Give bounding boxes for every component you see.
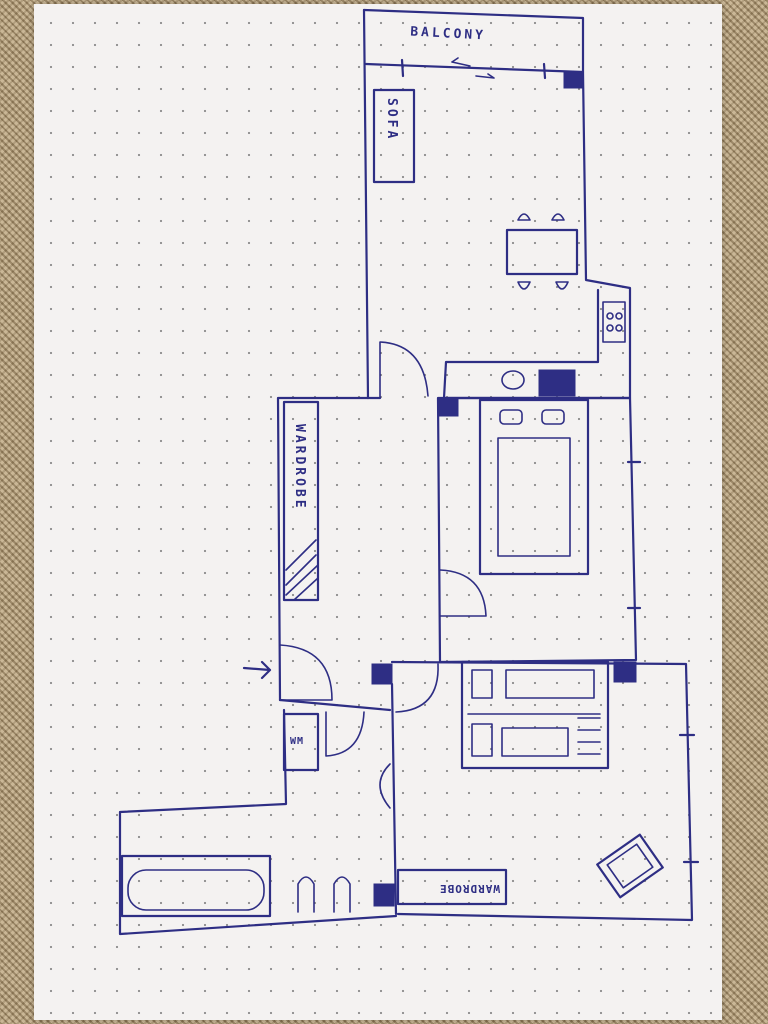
stove-icon — [602, 301, 626, 343]
sink-icon — [501, 370, 525, 390]
bathtub — [120, 854, 272, 918]
bidet-icon — [333, 876, 351, 913]
balcony-label: BALCONY — [410, 25, 486, 44]
living-room: SOFA — [362, 8, 632, 400]
bunk-bed — [460, 660, 610, 770]
pillar-bedroom-one — [437, 397, 459, 417]
toilet-icon — [297, 876, 315, 913]
bedroom-two-door — [395, 663, 439, 713]
pillar-living — [563, 71, 583, 89]
entrance-arrow-icon — [242, 660, 272, 680]
toilet-door — [325, 711, 365, 757]
double-bed — [478, 398, 590, 576]
bedroom-one — [436, 396, 642, 664]
hallway: WARDROBE — [242, 396, 392, 712]
bathroom-door — [379, 763, 391, 809]
washing-machine — [282, 712, 320, 772]
armchair — [596, 833, 664, 899]
hall-wardrobe-label: WARDROBE — [292, 424, 307, 511]
bedroom-one-door — [439, 569, 487, 617]
bedroom-two: WARDROBE — [371, 660, 700, 922]
dining-chairs-top — [517, 213, 565, 221]
bedroom-wardrobe — [396, 868, 508, 906]
bathroom: WM — [118, 682, 398, 936]
paper-sheet — [34, 4, 722, 1020]
dining-chairs-bottom — [517, 281, 569, 290]
pillar-bedroom-two — [371, 663, 393, 685]
living-door — [379, 341, 429, 399]
kitchen-hatched-block — [538, 369, 576, 397]
sofa-label: SOFA — [384, 98, 399, 141]
balcony: BALCONY — [362, 8, 585, 80]
pillar-bedroom-two-right — [613, 661, 637, 683]
wm-label: WM — [290, 736, 304, 747]
entrance-door — [279, 644, 333, 701]
pillar-bathroom — [373, 883, 395, 907]
hall-wardrobe — [282, 400, 320, 602]
sofa — [372, 88, 416, 184]
dining-table — [505, 228, 579, 276]
bedroom-wardrobe-label: WARDROBE — [439, 882, 500, 895]
